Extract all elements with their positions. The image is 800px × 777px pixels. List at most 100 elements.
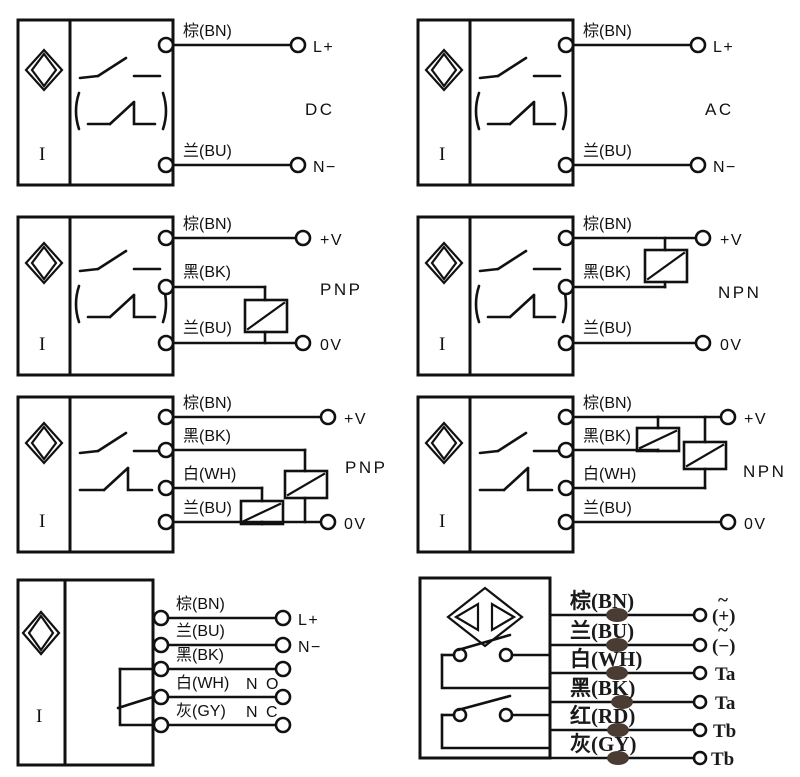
switch-no-icon (478, 56, 562, 80)
terminal-tilde-bu: ~ (718, 620, 728, 641)
wire-bu: 兰(BU) 0V (157, 319, 343, 354)
wire-label-bu: 兰(BU) (183, 499, 232, 517)
load-symbol-wh (682, 440, 728, 490)
wire-label-bn: 棕(BN) (183, 394, 232, 412)
sensor-body (16, 18, 175, 187)
switch-nc-icon (474, 284, 568, 324)
wire-bu: 兰(BU) 0V (557, 319, 741, 354)
wire-bn: 棕(BN) +V (157, 215, 342, 249)
terminal-bn-supply (294, 229, 312, 247)
wire-label-bn: 棕(BN) (183, 215, 232, 233)
wire-gy: 灰(GY) N C (151, 702, 292, 734)
sensor-diamond-triangles-icon (446, 586, 524, 648)
terminal-bn-sensor (157, 408, 175, 426)
wire-label-bu: 兰(BU) (583, 142, 632, 160)
terminal-bu-supply (289, 156, 307, 174)
terminal-label-nminus: N− (298, 639, 322, 656)
sensor-body (416, 18, 575, 187)
wire-label-gy: 灰(GY) (570, 732, 637, 756)
terminal-bu-sensor (557, 334, 575, 352)
sensor-diamond-icon (424, 421, 464, 465)
terminal-label-vplus: +V (744, 411, 767, 428)
wire-label-wh: 白(WH) (583, 465, 636, 483)
switch-nc-icon (474, 91, 568, 131)
wire-bn: 棕(BN) L+ (157, 22, 334, 56)
wire-label-bu: 兰(BU) (570, 619, 634, 643)
wire-label-bk: 黑(BK) (583, 264, 631, 281)
sensor-mark: I (39, 334, 45, 355)
terminal-bn-sensor (157, 229, 175, 247)
sensor-mark: I (439, 144, 445, 165)
type-label-dc: DC (305, 100, 335, 119)
wire-label-bn: 棕(BN) (570, 589, 634, 613)
terminal-label-lplus: L+ (313, 39, 334, 56)
terminal-wh-out (692, 665, 708, 681)
terminal-label-tb-2: Tb (711, 749, 734, 770)
terminal-bk-sensor (157, 278, 175, 296)
wire-node-bn (606, 608, 628, 622)
terminal-bn-supply (719, 408, 737, 426)
wire-bu: 兰(BU) ~ (−) (548, 619, 735, 657)
contact-label-no: N O (246, 676, 280, 693)
wire-node-wh (606, 666, 628, 680)
switch-no-icon (478, 249, 562, 273)
terminal-bn-supply (274, 609, 292, 627)
relay2-contact (498, 707, 514, 723)
terminal-bk-sensor (557, 278, 575, 296)
type-label-npn: NPN (743, 462, 786, 481)
wire-wh: 白(WH) N O (151, 674, 292, 706)
diagram-pnp-3wire: I 棕(BN) +V 黑(BK) 兰(BU) 0V PNP (0, 195, 400, 385)
wire-label-bu: 兰(BU) (183, 319, 232, 337)
wire-label-bn: 棕(BN) (583, 215, 632, 233)
wire-bk: 黑(BK) (157, 428, 307, 473)
sensor-mark: I (439, 511, 445, 532)
wire-bn: 棕(BN) +V (157, 394, 366, 428)
terminal-bk-out (274, 660, 292, 678)
wire-bn: 棕(BN) L+ (557, 22, 733, 56)
sensor-mark: I (36, 706, 42, 727)
sensor-mark: I (439, 334, 445, 355)
terminal-bu-supply (294, 334, 312, 352)
terminal-bu-sensor (557, 513, 575, 531)
load-symbol-bk (635, 426, 681, 453)
wire-label-wh: 白(WH) (183, 465, 236, 483)
terminal-label-acplus: (+) (712, 606, 735, 627)
terminal-bn-sensor (557, 229, 575, 247)
wire-node-gy (607, 751, 629, 765)
terminal-bn-sensor (157, 36, 175, 54)
wire-bu: 兰(BU) 0V (157, 499, 365, 533)
wire-label-bk: 黑(BK) (183, 428, 231, 445)
wire-bu: 兰(BU) 0V (557, 499, 765, 533)
terminal-bu-sensor (157, 156, 175, 174)
wire-bk: 黑(BK) Ta (548, 676, 736, 714)
terminal-gy-out (274, 716, 292, 734)
terminal-bn-sensor (557, 408, 575, 426)
terminal-label-nminus: N− (313, 159, 337, 176)
wire-label-bn: 棕(BN) (176, 595, 225, 613)
relay-contact-icon (116, 667, 155, 727)
terminal-label-ta-1: Ta (715, 664, 736, 685)
type-label-pnp: PNP (345, 458, 387, 477)
wire-bk: 黑(BK) (557, 264, 667, 296)
terminal-label-ta-2: Ta (715, 693, 736, 714)
sensor-diamond-icon (424, 241, 464, 285)
terminal-wh-sensor (152, 688, 170, 706)
wire-bu: 兰(BU) N− (151, 622, 322, 656)
wire-label-bn: 棕(BN) (183, 22, 232, 40)
type-label-npn: NPN (718, 283, 761, 302)
terminal-gy-out (692, 750, 708, 766)
terminal-label-0v: 0V (320, 337, 343, 354)
wire-bk: 黑(BK) (157, 264, 267, 302)
diagram-npn-3wire: I 棕(BN) +V 黑(BK) 兰(BU) 0V NPN (400, 195, 800, 385)
terminal-bu-supply (319, 513, 337, 531)
type-label-pnp: PNP (320, 280, 362, 299)
wire-bk: 黑(BK) (557, 428, 660, 459)
terminal-bn-sensor (557, 36, 575, 54)
terminal-bu-supply (719, 513, 737, 531)
wire-gy: 灰(GY) Tb (548, 732, 734, 770)
wire-label-wh: 白(WH) (570, 647, 642, 671)
wire-label-bn: 棕(BN) (583, 394, 632, 412)
load-symbol-bk (283, 469, 329, 524)
type-label-ac: AC (705, 100, 734, 119)
wire-node-bu (606, 638, 628, 652)
